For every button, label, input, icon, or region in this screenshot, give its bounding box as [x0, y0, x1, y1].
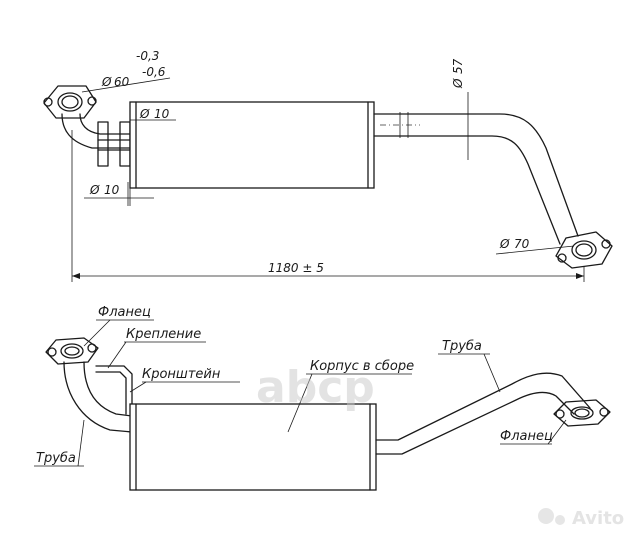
outlet-pipe-top-b	[373, 135, 561, 245]
top-view: Ø 60 -0,3 -0,6 Ø 10 Ø 10 Ø 57	[43, 49, 613, 282]
label-mount: Крепление	[107, 327, 206, 369]
avito-watermark: Avito	[538, 508, 624, 529]
overall-length-text: 1180 ± 5	[268, 261, 324, 275]
dim-inlet-flange: Ø 60 -0,3 -0,6	[81, 49, 171, 93]
pipe-inner-dia-text: 10	[104, 183, 120, 197]
label-pipe-left: Труба	[34, 419, 85, 467]
label-flange-left: Фланец	[83, 305, 154, 347]
svg-text:Крепление: Крепление	[126, 327, 201, 342]
label-bracket: Кронштейн	[129, 367, 240, 393]
mount-bracket-bottom	[95, 365, 133, 415]
pipe-outer-dia-text: 57	[451, 58, 465, 74]
outlet-flange-bottom	[553, 399, 611, 427]
dia-symbol-1: Ø	[101, 75, 112, 89]
inlet-pipe-top-b	[79, 113, 131, 135]
outlet-pipe-bottom-a	[375, 372, 591, 441]
dim-pipe-outer: Ø 57	[451, 58, 476, 160]
bottom-view: Фланец Крепление Кронштейн Корпус в сбор…	[34, 305, 611, 491]
dim-pipe-inner: Ø 10	[84, 182, 154, 206]
inlet-flange-bottom	[45, 337, 99, 365]
mount-bracket-inner	[95, 371, 127, 415]
outlet-pipe-top-a	[373, 113, 579, 237]
bracket-top	[97, 121, 131, 167]
inlet-pipe-bottom-b	[83, 361, 133, 417]
dia-symbol-3: Ø	[89, 183, 100, 197]
label-pipe-right: Труба	[438, 339, 501, 393]
dim-outlet-flange: Ø 70	[495, 237, 575, 255]
tolerance-upper-text: -0,3	[136, 49, 159, 63]
dia-symbol-2: Ø	[139, 107, 150, 121]
inlet-flange-top	[43, 85, 97, 119]
svg-text:Фланец: Фланец	[98, 305, 151, 320]
svg-text:Фланец: Фланец	[500, 429, 553, 444]
muffler-body-bottom	[129, 403, 377, 491]
tolerance-lower-text: -0,6	[142, 65, 166, 79]
dia-symbol-4: Ø	[451, 78, 465, 89]
abcp-watermark: abcp	[256, 362, 375, 413]
bracket-dia-text: 10	[154, 107, 170, 121]
svg-text:Труба: Труба	[442, 339, 482, 354]
inlet-pipe-bottom-a	[63, 361, 133, 433]
outlet-flange-dia-text: 70	[514, 237, 530, 251]
dim-overall-length: 1180 ± 5	[71, 130, 585, 282]
muffler-body-top	[129, 101, 375, 189]
outlet-flange-top	[555, 231, 613, 269]
outlet-pipe-bottom-b	[375, 391, 575, 455]
inlet-flange-dia-text: 60	[114, 75, 130, 89]
label-flange-right: Фланец	[500, 419, 567, 445]
dim-bracket: Ø 10	[130, 107, 176, 121]
inlet-pipe-top-a	[61, 113, 131, 149]
label-body: Корпус в сборе	[287, 359, 414, 433]
svg-text:Кронштейн: Кронштейн	[142, 367, 221, 382]
svg-text:Avito: Avito	[572, 508, 624, 529]
svg-text:Корпус в сборе: Корпус в сборе	[310, 359, 414, 374]
dia-symbol-5: Ø	[499, 237, 510, 251]
svg-text:Труба: Труба	[36, 451, 76, 466]
